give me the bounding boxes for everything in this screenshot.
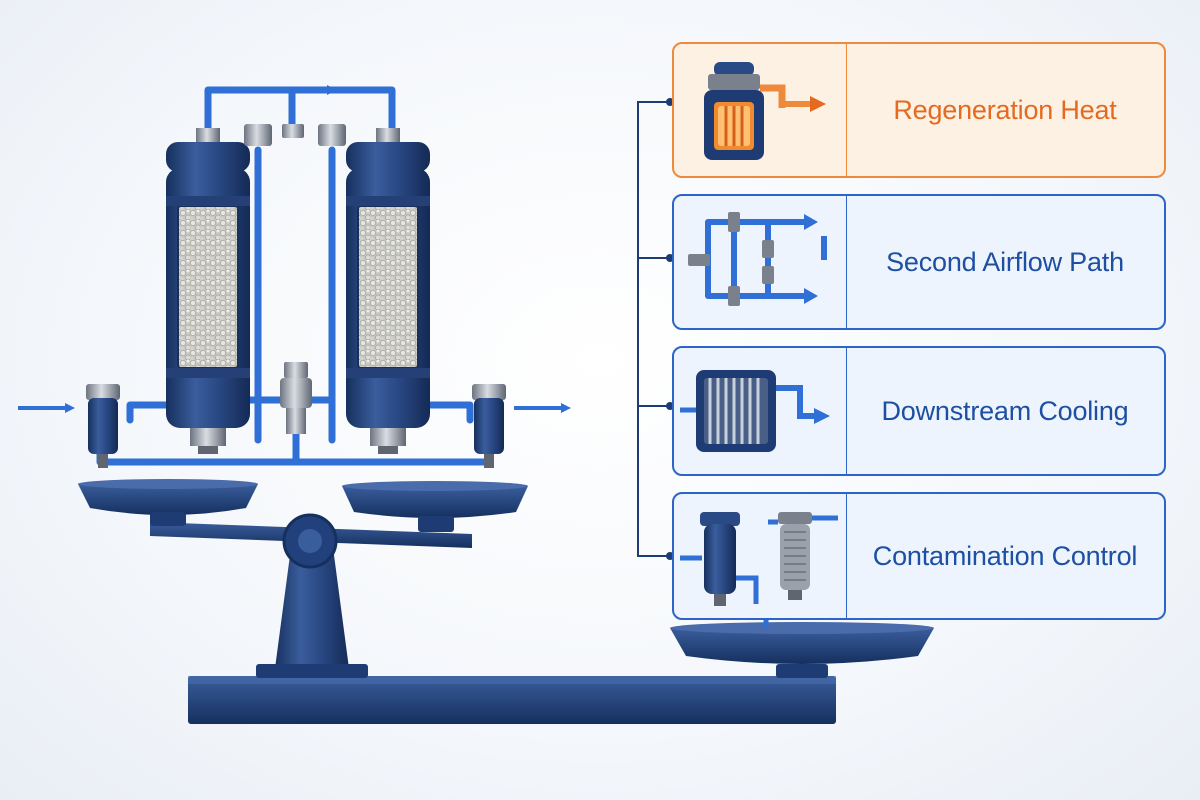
contamination-filters-icon xyxy=(680,512,838,606)
panel-connector xyxy=(637,101,676,557)
panel-icon-cell xyxy=(674,196,847,328)
outlet-filter xyxy=(472,384,506,468)
cooler-icon xyxy=(680,370,830,452)
center-valve xyxy=(280,362,312,434)
heater-icon xyxy=(704,62,826,160)
panel-icon-cell xyxy=(674,44,847,176)
left-pan xyxy=(78,479,258,526)
panel-label: Contamination Control xyxy=(872,540,1138,571)
panel-label: Regeneration Heat xyxy=(893,94,1117,125)
left-desiccant-tower xyxy=(166,128,250,454)
panel-label: Second Airflow Path xyxy=(886,246,1124,277)
scale-beam xyxy=(150,513,472,569)
panel-contamination-control: Contamination Control xyxy=(672,492,1166,620)
panel-icon-cell xyxy=(674,494,847,618)
panel-icon-cell xyxy=(674,348,847,474)
panel-regeneration-heat: Regeneration Heat xyxy=(672,42,1166,178)
right-desiccant-tower xyxy=(346,128,430,454)
airflow-piping-icon xyxy=(688,212,827,306)
panel-downstream-cooling: Downstream Cooling xyxy=(672,346,1166,476)
flow-arrows xyxy=(18,85,571,413)
inlet-filter xyxy=(86,384,120,468)
scale-base xyxy=(188,676,836,724)
panel-label: Downstream Cooling xyxy=(881,395,1129,426)
panel-second-airflow-path: Second Airflow Path xyxy=(672,194,1166,330)
scale-pillar xyxy=(256,540,368,678)
right-pan xyxy=(670,622,934,678)
center-pan xyxy=(342,481,528,532)
top-valves xyxy=(244,124,346,146)
